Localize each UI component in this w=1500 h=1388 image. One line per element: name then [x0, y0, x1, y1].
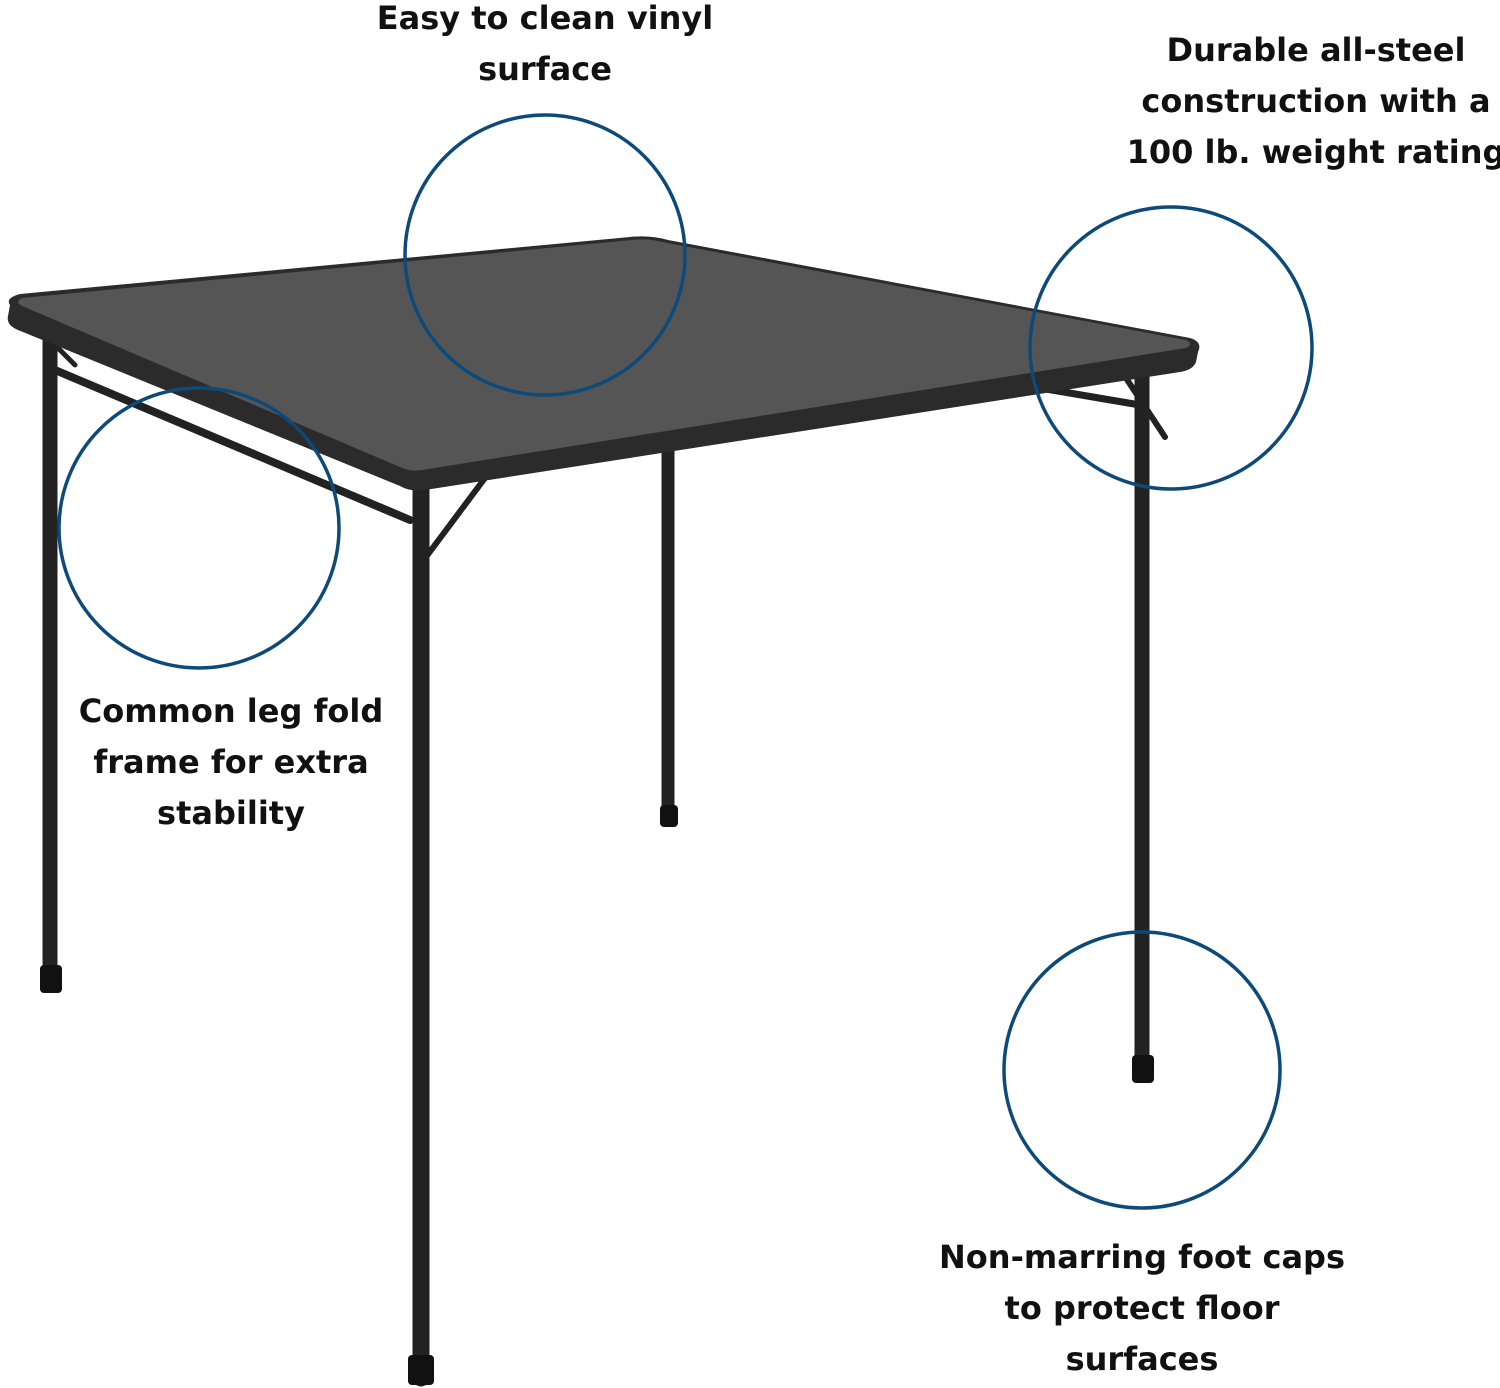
callout-foot-caps: Non-marring foot caps to protect floor s…: [939, 1232, 1345, 1385]
callout-line: Non-marring foot caps: [939, 1238, 1345, 1276]
highlight-circles: [57, 113, 1314, 1210]
callout-line: surface: [478, 50, 612, 88]
frame-highlight-circle: [57, 386, 341, 670]
callout-line: stability: [157, 794, 305, 832]
left-brace-2: [52, 342, 78, 368]
foot-caps: [40, 805, 1154, 1385]
caps-highlight-circle: [1002, 930, 1282, 1210]
table-legs: [42, 327, 1168, 1387]
surface-highlight-circle: [403, 113, 687, 397]
steel-highlight-circle: [1028, 205, 1314, 491]
callout-line: to protect floor: [1004, 1289, 1280, 1327]
callout-leg-fold-frame: Common leg fold frame for extra stabilit…: [79, 686, 384, 839]
callout-line: surfaces: [1065, 1340, 1219, 1378]
callout-line: frame for extra: [93, 743, 369, 781]
left-rail: [51, 366, 414, 524]
callout-line: Durable all-steel: [1166, 31, 1466, 69]
right-brace: [1119, 369, 1168, 440]
callout-line: Common leg fold: [78, 692, 384, 730]
callout-steel-construction: Durable all-steel construction with a 10…: [1127, 25, 1500, 178]
table-top: [7, 236, 1200, 491]
callout-line: construction with a: [1141, 82, 1491, 120]
callout-line: 100 lb. weight rating: [1126, 133, 1500, 171]
callout-vinyl-surface: Easy to clean vinyl surface: [377, 0, 714, 95]
callout-line: Easy to clean vinyl: [376, 0, 714, 37]
left-brace: [417, 475, 488, 568]
